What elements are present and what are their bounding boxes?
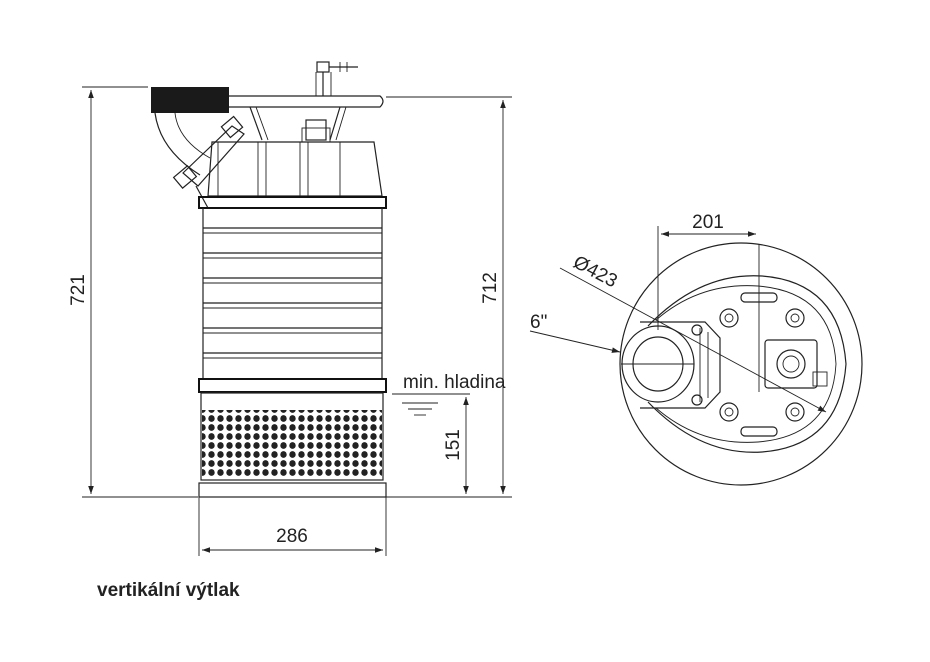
- diagonal-pipe: [182, 125, 245, 187]
- caption: vertikální výtlak: [97, 580, 240, 601]
- outlet-cap: [151, 87, 229, 113]
- top-view: [619, 242, 863, 486]
- base-ring: [198, 482, 387, 498]
- cable-entry: [764, 339, 818, 389]
- bolts: [691, 308, 805, 422]
- outlet-bracket: [640, 321, 721, 409]
- label-6-inch: 6": [530, 312, 547, 333]
- dim-width-base: 286: [198, 497, 387, 556]
- dim-outlet-size: 6": [529, 312, 621, 353]
- min-level: min. hladina 151: [392, 372, 506, 494]
- label-721: 721: [68, 274, 89, 306]
- inner-outline: [647, 275, 847, 453]
- label-diameter: Ø423: [570, 252, 621, 292]
- label-286: 286: [276, 526, 308, 547]
- strainer-frame: [200, 392, 384, 481]
- flange: [198, 196, 387, 209]
- top-plate: [227, 95, 384, 108]
- label-201: 201: [692, 212, 724, 233]
- pump-body: [202, 208, 383, 378]
- side-view: [151, 61, 387, 498]
- motor-cover: [207, 141, 383, 197]
- label-151: 151: [443, 429, 464, 461]
- dim-height-outlet: 712: [386, 96, 512, 498]
- strainer: [202, 410, 382, 478]
- label-min-hladina: min. hladina: [403, 372, 506, 393]
- label-712: 712: [480, 272, 501, 304]
- lower-ring: [198, 378, 387, 393]
- dim-outlet-offset: 201: [657, 212, 756, 330]
- outer-circle: [619, 242, 863, 486]
- handle: [315, 61, 358, 96]
- elbow: [154, 112, 201, 176]
- cable-gland: [305, 119, 327, 141]
- dim-height-total: 721: [68, 86, 198, 498]
